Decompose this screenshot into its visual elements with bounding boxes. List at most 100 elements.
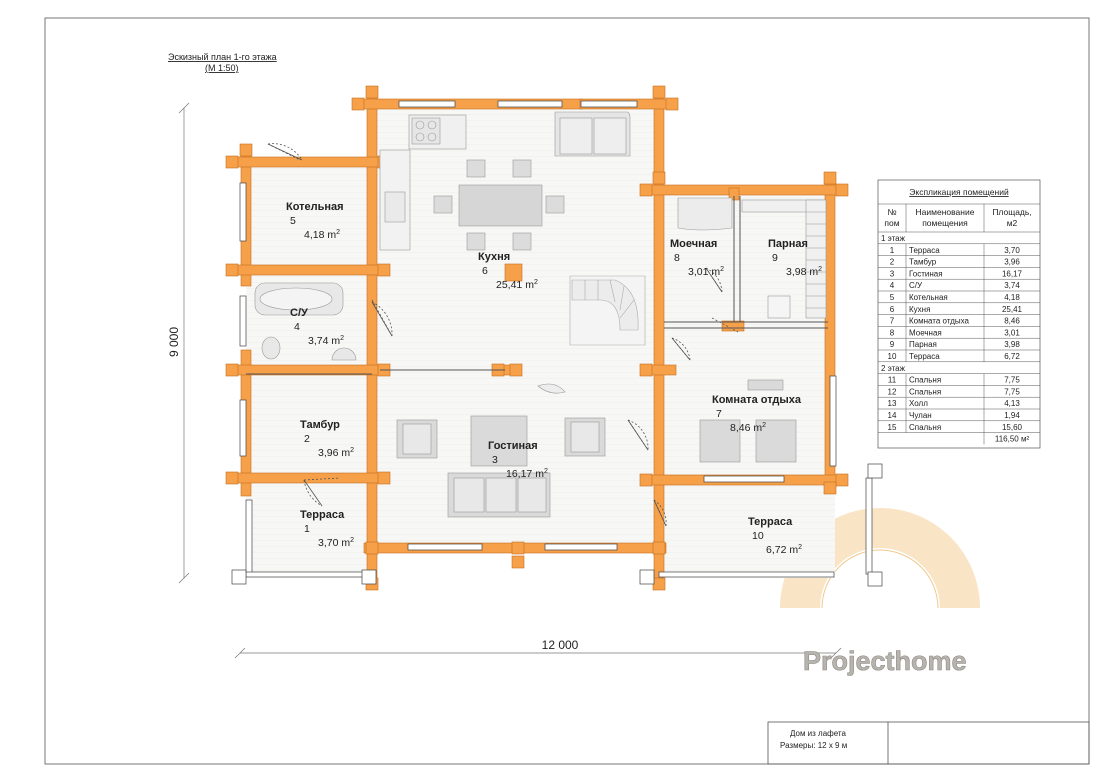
terrace-railings: [231, 463, 883, 587]
svg-text:16,17: 16,17: [1002, 269, 1023, 278]
table-row: 15 Спальня 15,60: [888, 423, 1023, 432]
log-end: [225, 363, 239, 377]
svg-text:4,18: 4,18: [1004, 293, 1020, 302]
room-number: 5: [290, 215, 296, 227]
armchair: [755, 419, 797, 463]
svg-text:3,96: 3,96: [1004, 258, 1020, 267]
sink-icon: [384, 191, 406, 223]
room-area: 6,72 m2: [766, 544, 802, 556]
room-number: 1: [304, 523, 310, 535]
floor-areas: [246, 102, 835, 578]
svg-text:2: 2: [890, 258, 895, 267]
log-beam: [721, 320, 745, 332]
log-end: [225, 263, 239, 277]
svg-text:Чулан: Чулан: [909, 411, 932, 420]
svg-text:7,75: 7,75: [1004, 387, 1020, 396]
table-header: пом: [884, 218, 899, 228]
stamp-size: Размеры: 12 х 9 м: [780, 741, 847, 750]
svg-text:6: 6: [890, 305, 895, 314]
room-number: 8: [674, 252, 680, 264]
room-area: 3,74 m2: [308, 335, 344, 347]
svg-text:6,72: 6,72: [1004, 352, 1020, 361]
svg-text:Комната отдыха: Комната отдыха: [909, 317, 970, 326]
svg-text:Парная: Парная: [909, 340, 937, 349]
svg-text:9: 9: [890, 340, 895, 349]
log-end: [351, 97, 365, 111]
room-area: 3,96 m2: [318, 447, 354, 459]
armchair: [699, 419, 741, 463]
rest-room-furniture: [699, 379, 797, 463]
table-title: Экспликация помещений: [909, 187, 1009, 197]
height-dimension: 9 000: [167, 102, 190, 584]
log-beam: [366, 93, 378, 587]
room-area: 8,46 m2: [730, 422, 766, 434]
doors: [267, 143, 739, 527]
svg-text:1: 1: [890, 246, 895, 255]
svg-text:Спальня: Спальня: [909, 423, 941, 432]
room-name: Котельная: [286, 201, 344, 213]
door-vestibule: [303, 477, 341, 507]
height-dimension-label: 9 000: [167, 327, 181, 357]
log-end: [823, 481, 837, 495]
log-end: [639, 473, 653, 487]
room-area: 4,18 m2: [304, 229, 340, 241]
door-sauna: [711, 317, 739, 333]
sheet-frame: [44, 17, 1090, 765]
table-header: помещения: [922, 218, 968, 228]
table-row: 9 Парная 3,98: [890, 340, 1021, 349]
svg-text:14: 14: [888, 411, 897, 420]
plan-title: Эскизный план 1-го этажа: [168, 52, 277, 62]
svg-text:15,60: 15,60: [1002, 423, 1023, 432]
stove-column: [504, 263, 523, 282]
table-row: 13 Холл 4,13: [888, 399, 1021, 408]
svg-text:Спальня: Спальня: [909, 376, 941, 385]
room-name: Моечная: [670, 238, 717, 250]
living-furniture: [396, 383, 606, 518]
bathroom-fixtures: [254, 282, 357, 361]
svg-text:Гостиная: Гостиная: [909, 269, 943, 278]
log-end: [639, 183, 653, 197]
stamp-project: Дом из лафета: [790, 729, 846, 738]
rug-icon: [537, 383, 566, 394]
width-dimension-label: 12 000: [542, 638, 579, 652]
log-end: [365, 85, 379, 99]
svg-text:Спальня: Спальня: [909, 387, 941, 396]
log-beam: [653, 93, 665, 587]
table: [747, 379, 784, 391]
room-area: 16,17 m2: [506, 468, 548, 480]
width-dimension: 12 000: [234, 638, 842, 659]
room-number: 2: [304, 433, 310, 445]
log-end: [377, 471, 391, 485]
coffee-table: [470, 415, 528, 467]
svg-text:15: 15: [888, 423, 897, 432]
svg-text:7: 7: [890, 317, 895, 326]
log-end: [652, 171, 666, 185]
log-end: [511, 555, 525, 569]
svg-text:3: 3: [890, 269, 895, 278]
svg-text:12: 12: [888, 387, 897, 396]
sauna-stove: [767, 295, 791, 319]
stairs: [569, 275, 646, 346]
log-end: [639, 363, 653, 377]
svg-text:4,13: 4,13: [1004, 399, 1020, 408]
room-name: Тамбур: [300, 419, 340, 431]
room-name: Парная: [768, 238, 808, 250]
svg-text:11: 11: [888, 376, 897, 385]
washbasin-icon: [331, 347, 357, 361]
svg-text:3,98: 3,98: [1004, 340, 1020, 349]
svg-text:13: 13: [888, 399, 897, 408]
log-end: [225, 471, 239, 485]
svg-text:Холл: Холл: [909, 399, 928, 408]
svg-text:5: 5: [890, 293, 895, 302]
sauna-fixtures: [677, 197, 827, 319]
